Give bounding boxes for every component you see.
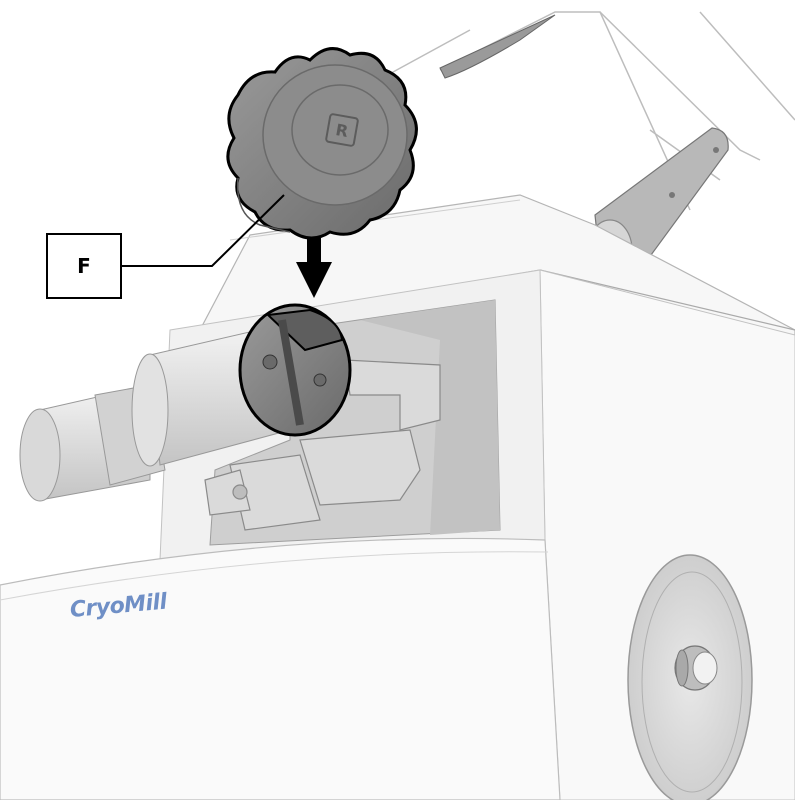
clamp-bracket [204,359,441,531]
mounted-knob [238,303,352,437]
svg-text:R: R [334,120,349,141]
access-cover [627,554,753,800]
loose-knob: R [226,47,418,240]
housing-lower-body [0,537,561,800]
lid-lip [439,14,556,79]
callout-leader-line [122,194,285,267]
callout-label-f: F [46,233,122,299]
retsch-emblem-icon: R [325,113,359,147]
